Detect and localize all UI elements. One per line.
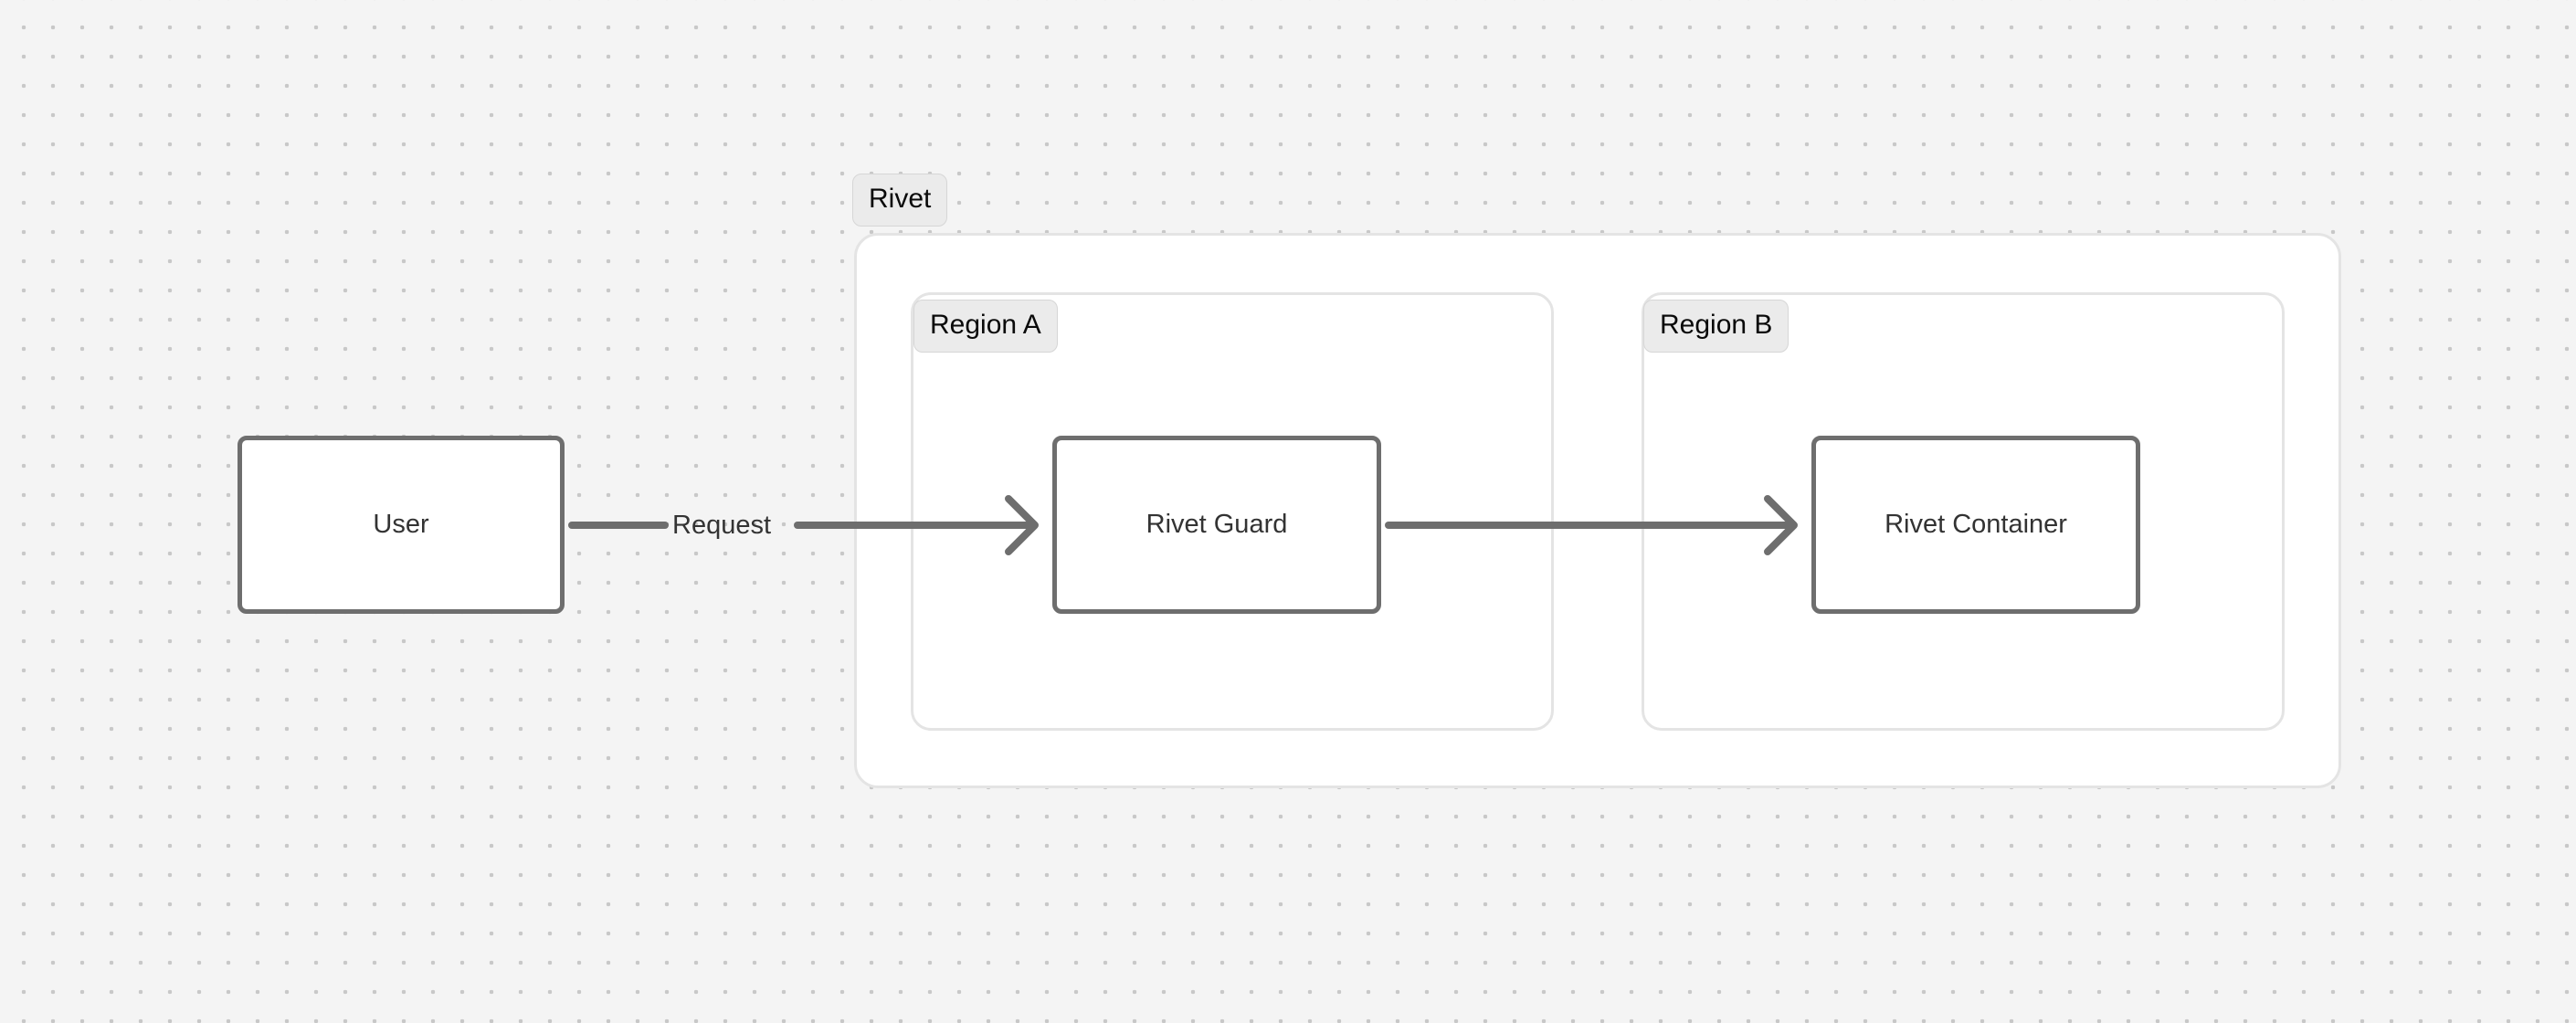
cluster-label-rivet: Rivet <box>852 174 948 227</box>
node-rivet-container[interactable]: Rivet Container <box>1811 436 2140 614</box>
node-rivet-container-label: Rivet Container <box>1884 510 2067 539</box>
node-user[interactable]: User <box>238 436 565 614</box>
cluster-label-region-b: Region B <box>1643 300 1789 353</box>
edge-label-request: Request <box>672 511 772 540</box>
node-rivet-guard[interactable]: Rivet Guard <box>1052 436 1381 614</box>
node-user-label: User <box>373 510 429 539</box>
node-rivet-guard-label: Rivet Guard <box>1145 510 1288 539</box>
cluster-label-region-a: Region A <box>913 300 1058 353</box>
